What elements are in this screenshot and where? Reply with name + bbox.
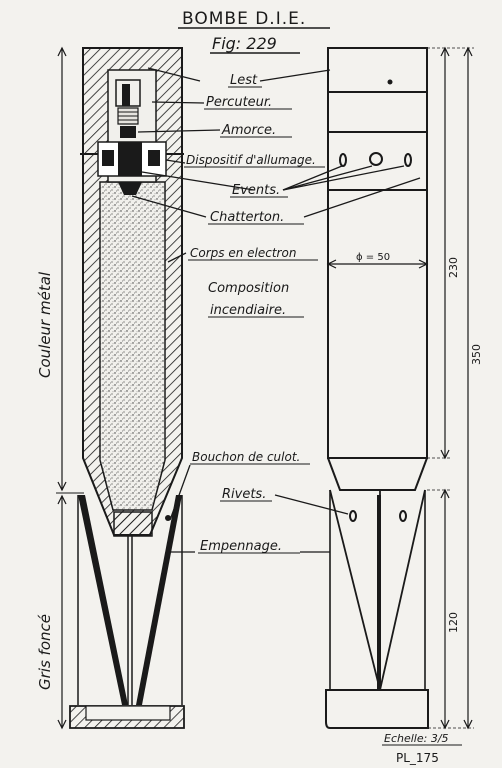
figure-number: Fig: 229 [212, 34, 277, 53]
label-electron-body: Corps en electron [190, 246, 296, 260]
elevation-view [325, 47, 429, 729]
section-view [69, 47, 185, 729]
label-primer: Amorce. [221, 123, 276, 138]
plate-number: PL_175 [396, 751, 439, 765]
dimension-230: 230 [447, 257, 460, 278]
leader-lines [131, 67, 421, 553]
label-rivets: Rivets. [222, 487, 266, 502]
label-tail-unit: Empennage. [200, 539, 282, 554]
striker [115, 79, 141, 125]
label-chatterton: Chatterton. [210, 210, 284, 225]
label-vents: Events. [232, 183, 280, 198]
label-ballast: Lest [230, 73, 258, 88]
label-striker: Percuteur. [206, 95, 272, 110]
primer [120, 126, 136, 138]
label-ignition-device: Dispositif d'allumage. [186, 153, 316, 167]
side-label-dark-grey: Gris foncé [36, 614, 54, 690]
label-composition: Composition [208, 281, 289, 296]
side-label-metal-colour: Couleur métal [36, 271, 54, 378]
dimension-diameter: ϕ = 50 [356, 252, 390, 263]
title: BOMBE D.I.E. [182, 9, 306, 29]
scale-note: Echelle: 3/5 [384, 732, 449, 745]
dimension-120: 120 [447, 612, 460, 633]
ignition-device [80, 141, 184, 195]
dimension-lines [56, 46, 474, 730]
label-tail-plug: Bouchon de culot. [192, 450, 300, 464]
dimension-350: 350 [470, 344, 483, 365]
label-incendiary: incendiaire. [210, 303, 286, 318]
tail-plug [113, 511, 153, 537]
tail-fins [77, 495, 183, 705]
